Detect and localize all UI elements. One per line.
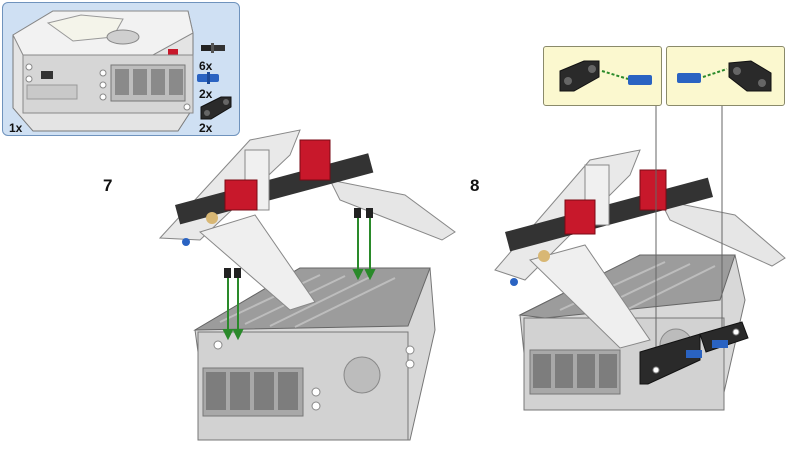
friction-pin-quantity: 6x [199,59,213,73]
beam-with-axle-pin-right-illustration [677,60,772,92]
ev3-brick-quantity: 1x [9,121,23,135]
step-8-number: 8 [470,176,480,195]
axle-pin-quantity: 2x [199,87,213,101]
step-7-number: 7 [103,176,113,195]
black-angled-beam-illustration [200,96,232,120]
ev3-brick-illustration [12,10,194,132]
callout-right-beam [666,46,785,106]
angled-beam-quantity: 2x [199,121,213,135]
black-friction-pin-illustration [201,43,225,53]
parts-list-panel: 1x 6x 2x 2x [2,2,240,136]
beam-with-axle-pin-left-illustration [559,60,652,92]
blue-axle-pin-illustration [197,72,219,84]
callout-left-beam [543,46,662,106]
